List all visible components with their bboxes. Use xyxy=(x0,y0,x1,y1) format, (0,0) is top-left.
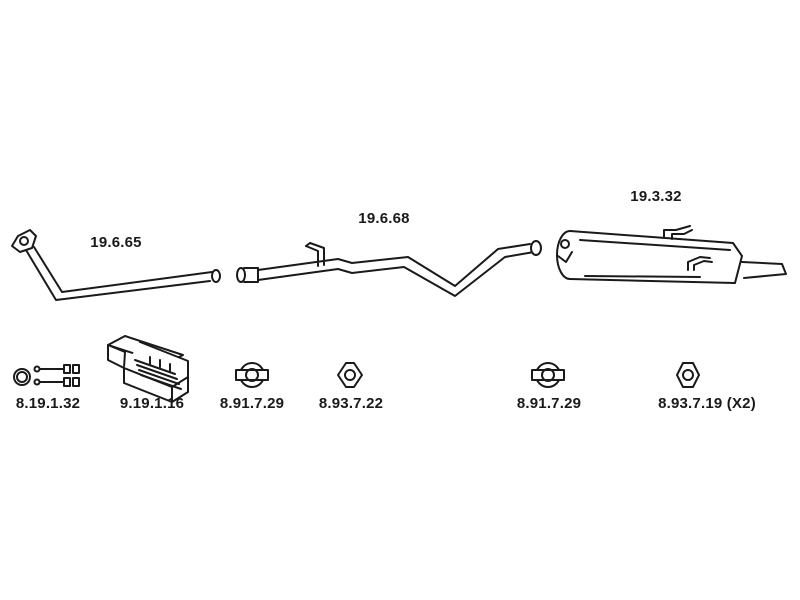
pipe-clamp-icon xyxy=(235,362,269,388)
gasket-ring-icon xyxy=(13,364,80,387)
part-code-center-pipe: 19.6.68 xyxy=(358,210,410,227)
part-code-rear-silencer: 19.3.32 xyxy=(630,188,682,205)
flange-gasket-icon xyxy=(676,362,700,388)
front-pipe-icon xyxy=(11,229,221,301)
flange-gasket-icon xyxy=(337,362,363,388)
fitting-code-clamp-1: 8.91.7.29 xyxy=(219,395,285,412)
fitting-code-flange-2: 8.93.7.19 (X2) xyxy=(658,395,756,412)
rear-silencer-icon xyxy=(556,225,787,284)
mounting-kit-box-icon xyxy=(107,335,189,403)
pipe-clamp-icon xyxy=(531,362,565,388)
part-code-front-pipe: 19.6.65 xyxy=(90,234,142,251)
fitting-code-kit: 9.19.1.16 xyxy=(119,395,185,412)
fitting-code-clamp-2: 8.91.7.29 xyxy=(516,395,582,412)
fitting-code-flange-1: 8.93.7.22 xyxy=(318,395,384,412)
fitting-code-ring: 8.19.1.32 xyxy=(15,395,81,412)
center-pipe-icon xyxy=(236,240,542,297)
